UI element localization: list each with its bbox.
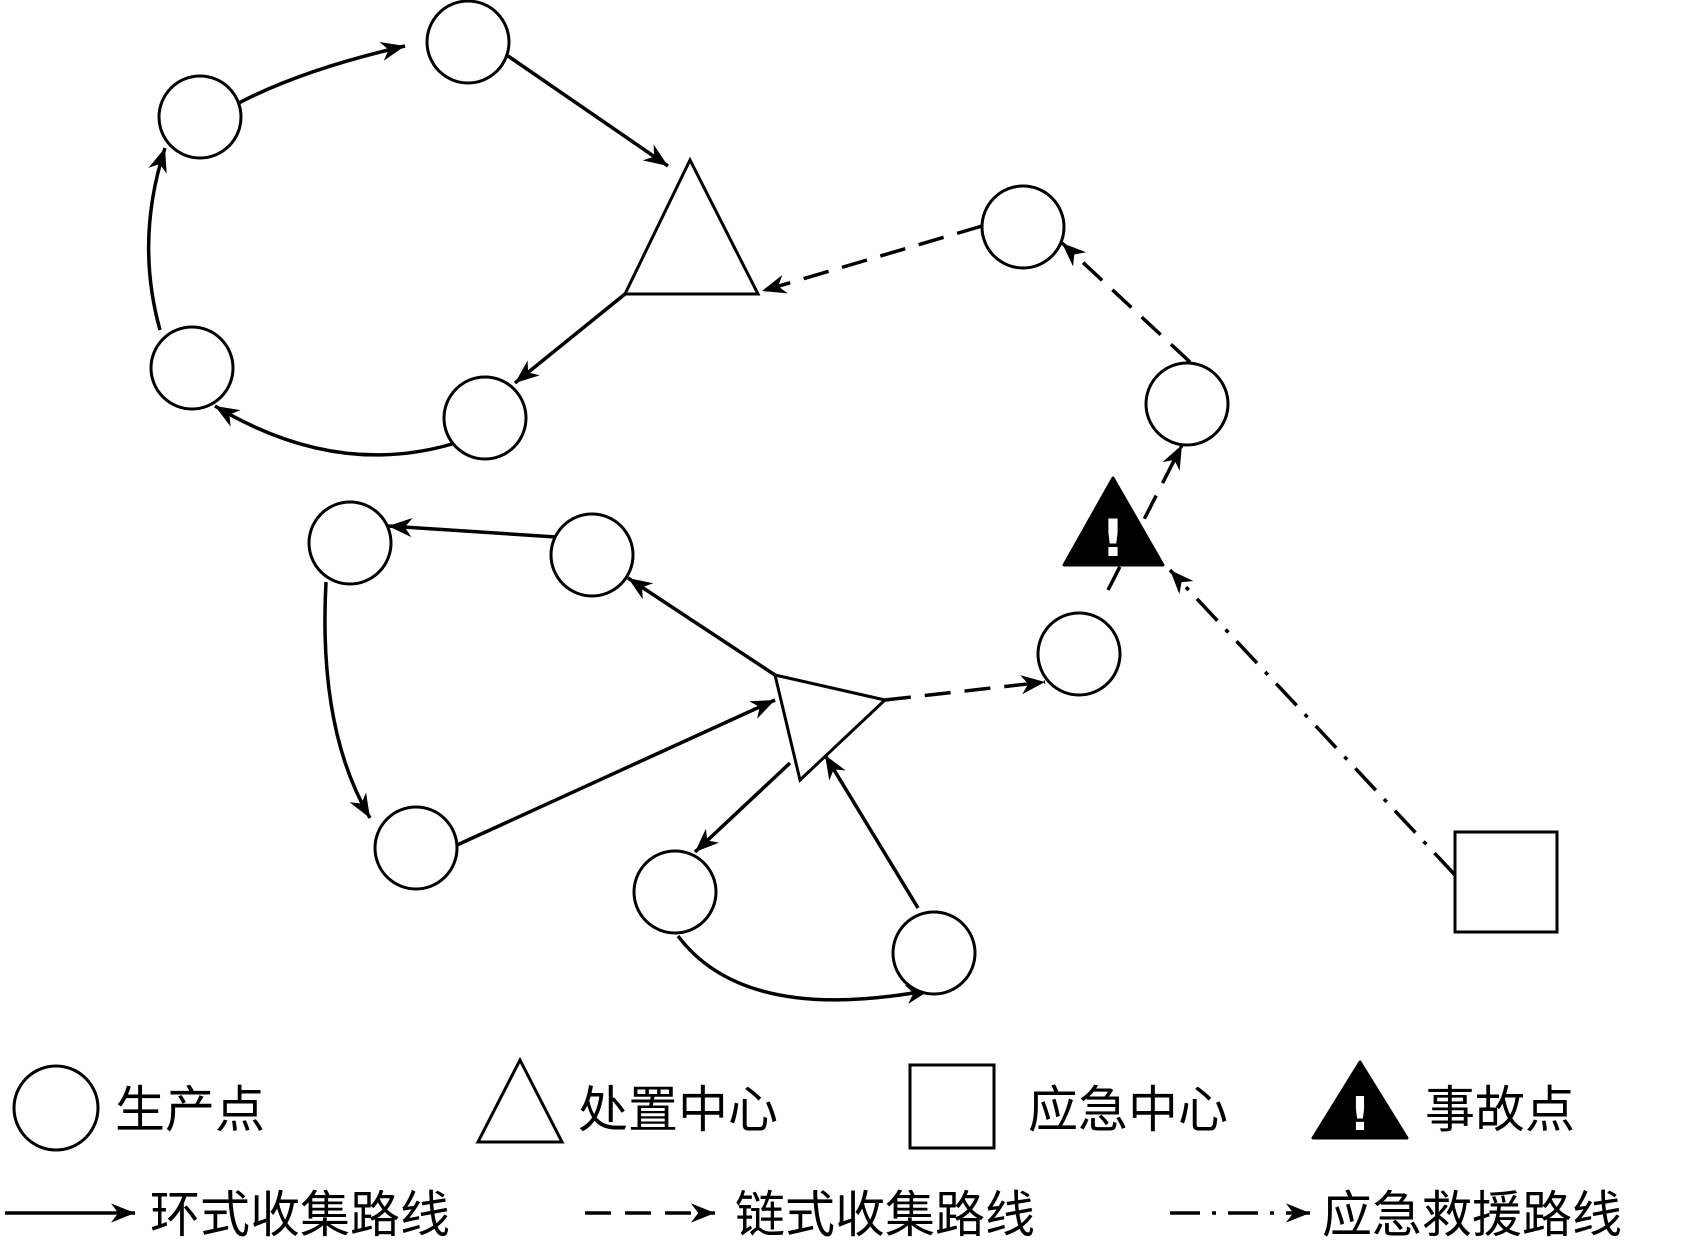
legend-disposal-center-label: 处置中心 [578,1081,778,1139]
ring-route-bottom-3 [323,581,372,819]
ring-route-top-5 [146,147,167,331]
legend-emergency-center-icon [908,1063,996,1150]
ring-route-bottom-1 [387,517,557,539]
ring-route-top-4 [214,404,453,457]
chain-route-bottom-1 [884,675,1046,702]
legend-production-point-icon [12,1064,100,1152]
ring-route-top-3 [513,292,627,385]
rescue-route [1168,568,1457,877]
legend-accident-point-label: 事故点 [1425,1081,1575,1139]
production-point [1144,361,1230,447]
accident-warning-icon [1062,476,1165,567]
legend-rescue-route-label: 应急救援路线 [1322,1186,1622,1243]
production-point [891,910,977,996]
ring-route-bottom-2 [627,576,776,677]
production-point [307,500,393,586]
production-point [1036,611,1122,697]
production-point [632,849,718,935]
production-point [425,0,511,85]
legend-accident-exclamation: ! [1350,1087,1371,1141]
legend-chain-route-label: 链式收集路线 [735,1186,1035,1243]
chain-route-top-3 [1106,444,1184,591]
accident-point: ! [1062,476,1165,569]
production-point [980,184,1066,270]
ring-route-top-2 [507,54,669,168]
production-point [373,805,459,891]
production-point [549,512,635,598]
disposal-center-triangle [772,673,889,783]
production-point [442,375,528,461]
chain-route-top-1 [761,224,983,294]
ring-route-bottom-7 [823,754,920,909]
legend-row-nodes: 生产点 处置中心 应急中心 ! 事故点 [12,1056,1575,1152]
ring-route-top-1 [234,41,406,107]
production-point [157,74,243,160]
production-point [149,325,235,411]
legend-ring-route-label: 环式收集路线 [150,1186,450,1243]
ring-route-bottom-4 [456,698,776,847]
legend-production-point-label: 生产点 [115,1081,265,1139]
ring-route-bottom-6 [676,934,931,1004]
legend-emergency-center-label: 应急中心 [1028,1081,1228,1139]
legend-accident-point-icon [1311,1060,1409,1140]
ring-route-bottom-5 [693,761,792,854]
chain-route-top-2 [1060,241,1192,364]
emergency-center-square [1453,830,1559,934]
disposal-center-triangle [622,156,761,296]
legend-disposal-center-icon [475,1056,565,1144]
accident-exclamation: ! [1101,509,1125,569]
